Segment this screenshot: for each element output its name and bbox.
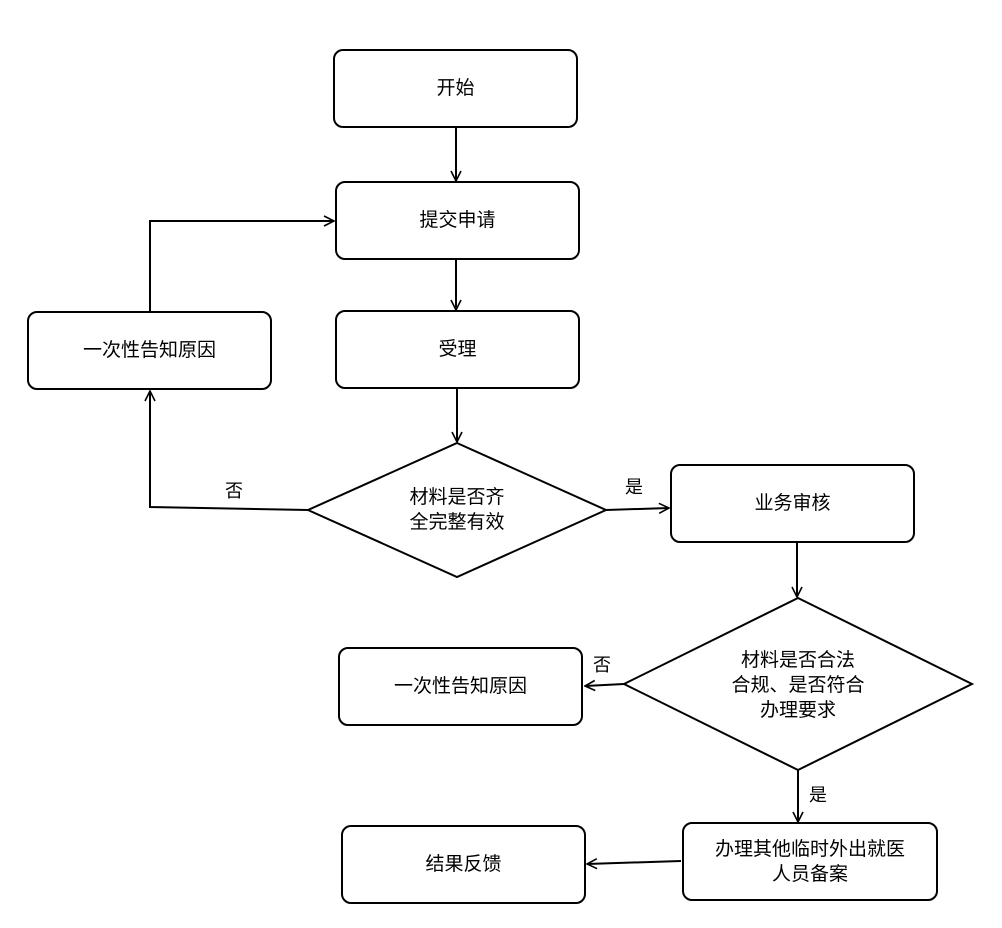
- edge-label-yes-2: 是: [809, 785, 827, 806]
- edge-label-yes-1: 是: [625, 477, 643, 498]
- notify-reason-node-1: 一次性告知原因: [27, 311, 272, 390]
- edge-label-no-2: 否: [593, 655, 611, 676]
- register-node: 办理其他临时外出就医 人员备案: [682, 822, 938, 901]
- decision-complete-label: 材料是否齐 全完整有效: [409, 486, 505, 533]
- decision-complete-diamond: [305, 441, 609, 579]
- edge-label-no-1: 否: [225, 481, 243, 502]
- business-review-node: 业务审核: [670, 464, 915, 543]
- notify-reason-node-2: 一次性告知原因: [338, 647, 583, 726]
- arrow-no-to-notify-1: [150, 391, 309, 511]
- result-feedback-node: 结果反馈: [341, 825, 586, 904]
- decision-legal-label: 材料是否合法 合规、是否符合 办理要求: [731, 648, 865, 721]
- start-node: 开始: [333, 49, 578, 128]
- accept-node: 受理: [335, 310, 580, 389]
- arrow-notify-1-to-submit: [149, 221, 334, 311]
- arrow-no-to-notify-2: [585, 684, 625, 686]
- arrow-register-to-feedback: [587, 861, 682, 864]
- submit-application-node: 提交申请: [335, 181, 580, 260]
- arrow-yes-to-review: [605, 508, 669, 510]
